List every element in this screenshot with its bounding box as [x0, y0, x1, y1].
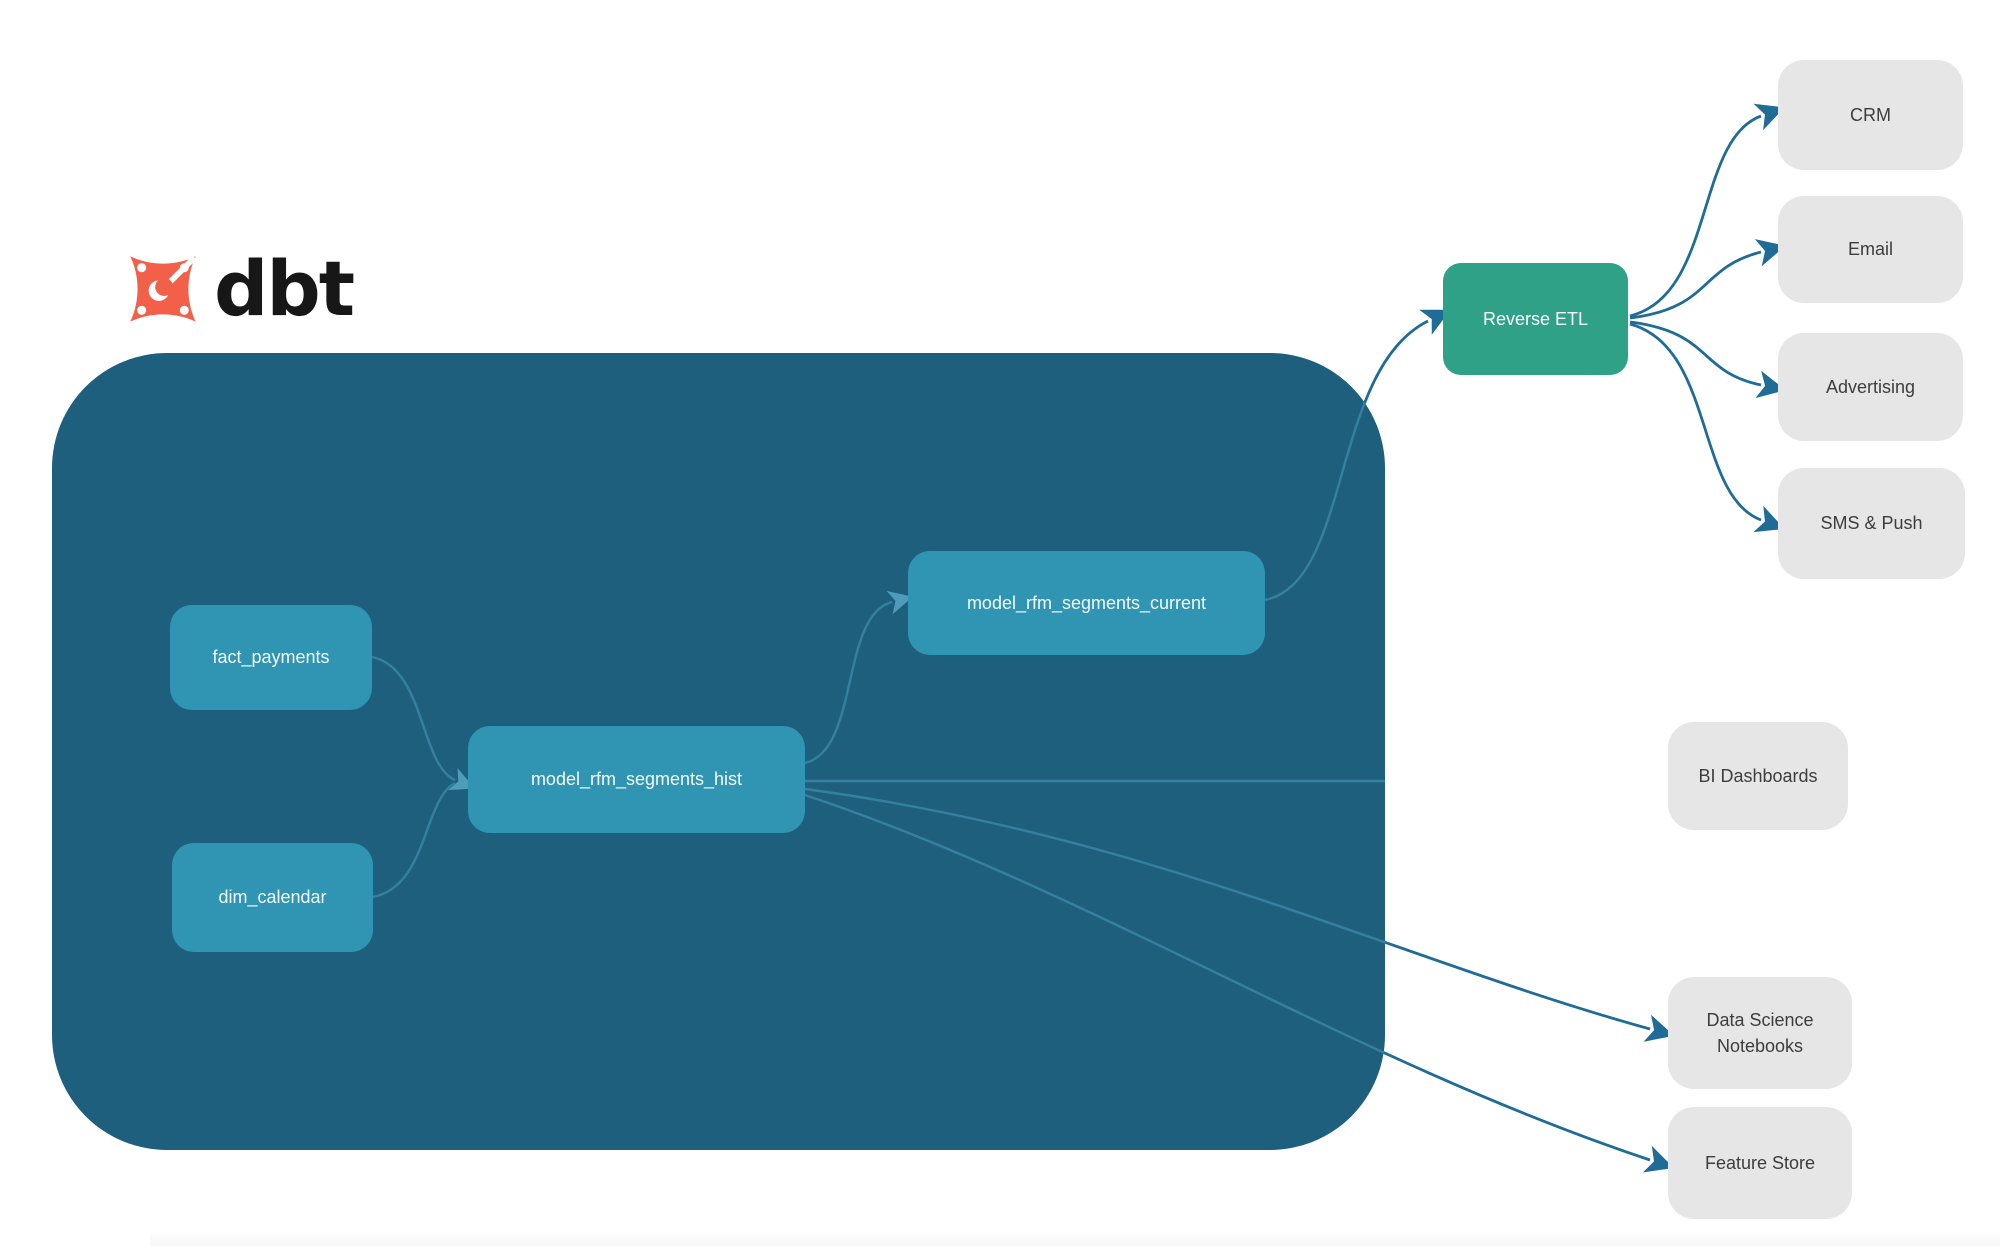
dbt-wordmark: dbt — [214, 244, 355, 333]
node-fact-payments: fact_payments — [170, 605, 372, 710]
node-dim-calendar: dim_calendar — [172, 843, 373, 952]
node-email-label: Email — [1847, 239, 1893, 260]
node-dim-calendar-label: dim_calendar — [218, 887, 327, 908]
dbt-logo: dbt — [122, 244, 355, 333]
node-data-science-notebooks-label: Data Science Notebooks — [1706, 1009, 1814, 1056]
node-model-rfm-segments-current-label: model_rfm_segments_current — [966, 592, 1207, 613]
edge-reverse-etl-to-advertising — [1629, 320, 1786, 399]
node-sms-push-label: SMS & Push — [1820, 513, 1923, 534]
node-crm: CRM — [1778, 60, 1963, 170]
node-advertising-label: Advertising — [1825, 376, 1916, 397]
node-feature-store-label: Feature Store — [1704, 1152, 1816, 1173]
node-email: Email — [1778, 196, 1963, 303]
dbt-star-icon — [130, 256, 196, 322]
edge-reverse-etl-to-crm — [1629, 103, 1785, 318]
bottom-haze — [150, 1230, 2000, 1246]
edge-reverse-etl-to-sms-push — [1629, 322, 1785, 533]
node-model-rfm-segments-hist: model_rfm_segments_hist — [468, 726, 805, 833]
node-data-science-notebooks: Data Science Notebooks — [1668, 977, 1852, 1089]
edge-reverse-etl-to-email — [1629, 239, 1786, 320]
node-model-rfm-segments-hist-label: model_rfm_segments_hist — [530, 769, 743, 790]
node-bi-dashboards: BI Dashboards — [1668, 722, 1848, 830]
node-reverse-etl-label: Reverse ETL — [1482, 308, 1589, 329]
node-bi-dashboards-label: BI Dashboards — [1698, 765, 1818, 786]
node-fact-payments-label: fact_payments — [212, 647, 330, 668]
node-advertising: Advertising — [1778, 333, 1963, 441]
node-feature-store: Feature Store — [1668, 1107, 1852, 1219]
node-reverse-etl: Reverse ETL — [1443, 263, 1628, 375]
node-crm-label: CRM — [1850, 104, 1891, 125]
node-sms-push: SMS & Push — [1778, 468, 1965, 579]
node-model-rfm-segments-current: model_rfm_segments_current — [908, 551, 1265, 655]
